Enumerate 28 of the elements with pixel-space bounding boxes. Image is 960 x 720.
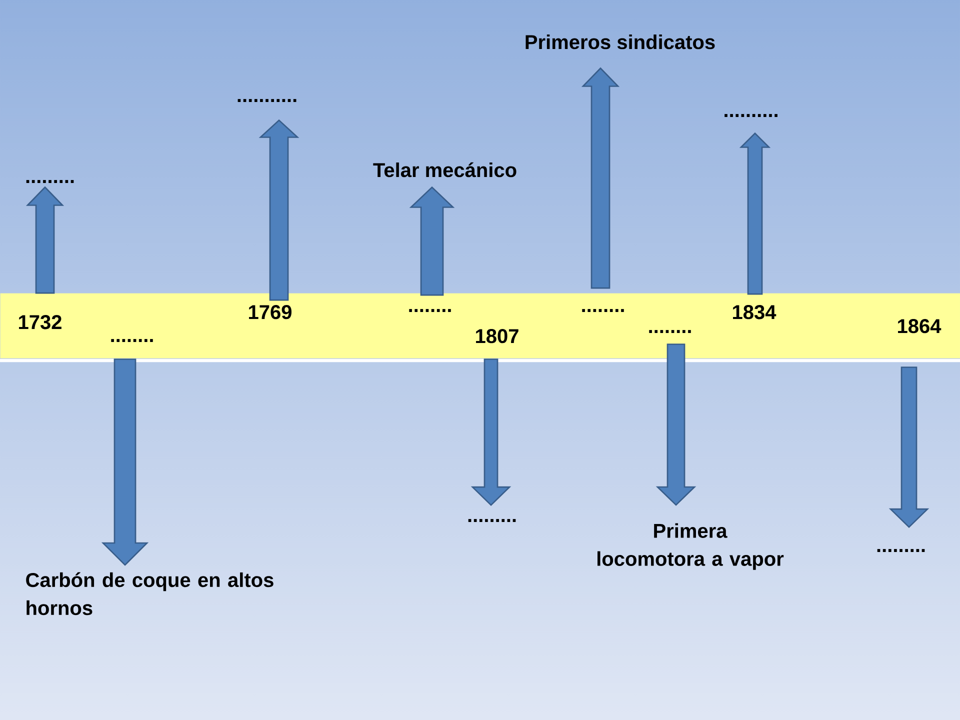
block-arrow xyxy=(656,344,696,506)
event-label: Primera locomotora a vapor xyxy=(598,523,784,570)
year-label: 1834 xyxy=(733,305,776,320)
fill-in-dots: ......... xyxy=(26,180,74,183)
year-label: 1807 xyxy=(476,329,518,344)
event-label: Carbón de coque en altos hornos xyxy=(26,572,274,616)
fill-in-dots: ........ xyxy=(582,309,624,312)
block-arrow xyxy=(739,132,771,295)
block-arrow xyxy=(888,366,930,528)
block-arrow xyxy=(581,67,620,289)
event-label: Telar mecánico xyxy=(373,162,516,178)
fill-in-dots: .......... xyxy=(724,114,778,117)
block-arrow xyxy=(101,358,149,566)
fill-in-dots: ........ xyxy=(111,339,153,342)
year-label: 1864 xyxy=(898,319,942,334)
year-label: 1732 xyxy=(19,315,62,330)
timeline-band xyxy=(0,293,960,362)
fill-in-dots: ........ xyxy=(409,309,451,312)
year-label: 1769 xyxy=(249,305,292,320)
fill-in-dots: ......... xyxy=(468,519,516,522)
event-label: Primeros sindicatos xyxy=(526,34,715,50)
block-arrow xyxy=(26,186,64,294)
fill-in-dots: ........ xyxy=(649,330,691,333)
block-arrow xyxy=(470,358,512,506)
fill-in-dots: ........... xyxy=(238,99,296,102)
fill-in-dots: ......... xyxy=(877,549,925,552)
block-arrow xyxy=(409,186,455,296)
block-arrow xyxy=(258,119,300,301)
